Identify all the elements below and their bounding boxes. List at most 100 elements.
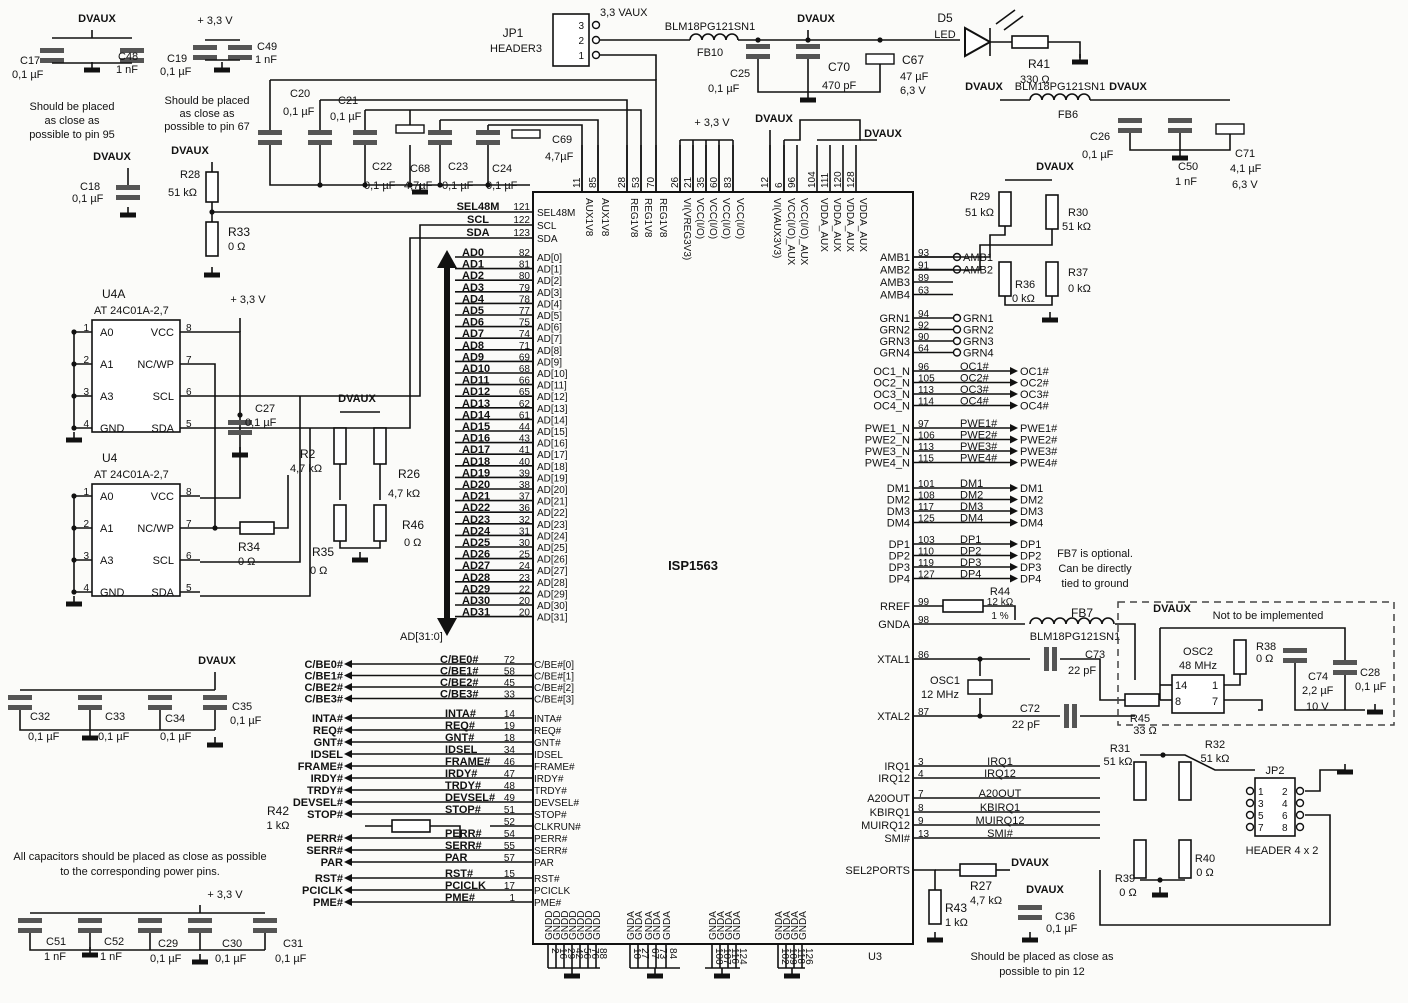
pin-number: 5 (186, 419, 192, 430)
pin-name: GNDA (878, 619, 910, 631)
external-net: PAR (321, 857, 343, 869)
external-net: C/BE1# (304, 671, 343, 683)
pin-number: 46 (504, 757, 516, 768)
cap-value: 0,1 µF (230, 715, 262, 727)
pin-number: 120 (833, 171, 844, 188)
junction-dot (71, 425, 77, 431)
wire (200, 331, 241, 499)
capacitor-plate (78, 695, 102, 700)
pin-number: 5 (186, 583, 192, 594)
led-ray (995, 9, 1016, 25)
pin-name: GNDA (626, 911, 637, 940)
net-label: DP2 (960, 546, 981, 558)
connector-ref: JP1 (503, 26, 524, 40)
pin-number: 78 (519, 294, 531, 305)
arrow-head (344, 810, 352, 818)
pin-number: 2 (1282, 787, 1288, 798)
ferrite-bead (1029, 93, 1091, 101)
wire (488, 124, 583, 192)
pin-name: VDDA_AUX (857, 198, 868, 252)
pin-number: 18 (504, 733, 516, 744)
junction-dot (407, 182, 413, 188)
pin-number: 102 (779, 948, 790, 965)
pin-name: GNDA (774, 911, 785, 940)
net-label: AD30 (462, 595, 490, 607)
pin-number: 38 (519, 480, 531, 491)
pin-name: GND (100, 587, 125, 599)
cap-value: 0,1 µF (150, 953, 182, 965)
pin-name: AD[9] (537, 357, 562, 368)
arrow-head (344, 660, 352, 668)
arrow-head (1010, 401, 1018, 410)
cap-ref: C51 (46, 936, 66, 948)
cap-ref: C27 (255, 403, 275, 415)
cap-ref: C68 (410, 163, 430, 175)
pin-number: 66 (519, 376, 531, 387)
pin-name: AD[21] (537, 497, 568, 508)
capacitor-plate (1333, 670, 1357, 675)
capacitor-plate (18, 918, 42, 923)
resistor-ref: R31 (1110, 743, 1130, 755)
wire (29, 933, 265, 951)
net-label: IRDY# (445, 768, 477, 780)
pin-name: XTAL2 (877, 711, 910, 723)
net-label: GRN2 (963, 325, 994, 337)
pin-name: PWE3_N (865, 446, 910, 458)
pin-number: 31 (519, 526, 531, 537)
junction-dot (71, 557, 77, 563)
pin-number: 123 (513, 228, 530, 239)
pin-name: VDDA_AUX (844, 198, 855, 252)
external-net: STOP# (307, 809, 343, 821)
cap-value: 1 nF (100, 951, 122, 963)
pin-name: SEL2PORTS (845, 865, 910, 877)
electrolytic-cap (865, 53, 895, 65)
cap-ref: C71 (1235, 148, 1255, 160)
net-label: MUIRQ12 (976, 815, 1025, 827)
pin-number: 125 (918, 514, 935, 525)
pin-name: AUX1V8 (583, 198, 594, 237)
pin-name: A0 (100, 491, 113, 503)
resistor-value: 12 kΩ (987, 597, 1014, 608)
cap-value: 1 nF (44, 951, 66, 963)
junction-dot (1160, 752, 1166, 758)
pin-name: GRN4 (879, 348, 910, 360)
resistor-value: 4,7 kΩ (290, 463, 322, 475)
pin-number: 75 (519, 318, 531, 329)
arrow-head (344, 738, 352, 746)
dvaux-supply-label: DVAUX (78, 13, 116, 25)
v33-supply-label: + 3,3 V (197, 15, 233, 27)
pin-number: 116 (729, 948, 740, 964)
arrow-head (344, 671, 352, 680)
pin-name: DM3 (887, 506, 910, 518)
net-label: AD10 (462, 363, 490, 375)
cap-value: 0,1 µF (12, 69, 44, 81)
resistor (1133, 839, 1147, 879)
pin-number: 77 (519, 306, 531, 317)
pin-name: XTAL1 (877, 654, 910, 666)
external-net: FRAME# (298, 761, 343, 773)
wire (1294, 663, 1365, 711)
pin-number: 64 (918, 344, 930, 355)
pin-name: PME# (534, 898, 562, 909)
external-net: PCICLK (302, 885, 343, 897)
net-label: AD21 (462, 491, 490, 503)
net-label: PWE2# (960, 430, 998, 442)
pin-number: 111 (820, 172, 831, 188)
dvaux-supply-label: DVAUX (338, 393, 376, 405)
net-label: AD23 (462, 514, 490, 526)
ferrite-ref: FB7 (1071, 606, 1093, 620)
pin-number: 30 (519, 538, 531, 549)
dvaux-supply-label: DVAUX (864, 128, 902, 140)
ad-bus-label: AD[31:0] (400, 631, 443, 643)
net-label: INTA# (445, 708, 476, 720)
cap-ref: C33 (105, 711, 125, 723)
pin-name: IRQ1 (884, 761, 910, 773)
pin-name: IRDY# (534, 774, 564, 785)
cap-ref: C67 (902, 53, 924, 67)
net-label: PCICLK (445, 880, 486, 892)
chip-name: ISP1563 (668, 558, 718, 573)
resistor-ref: R29 (970, 191, 990, 203)
pin-circle (1245, 798, 1255, 808)
pin-name: SDA (151, 587, 174, 599)
net-label: SEL48M (457, 201, 500, 213)
